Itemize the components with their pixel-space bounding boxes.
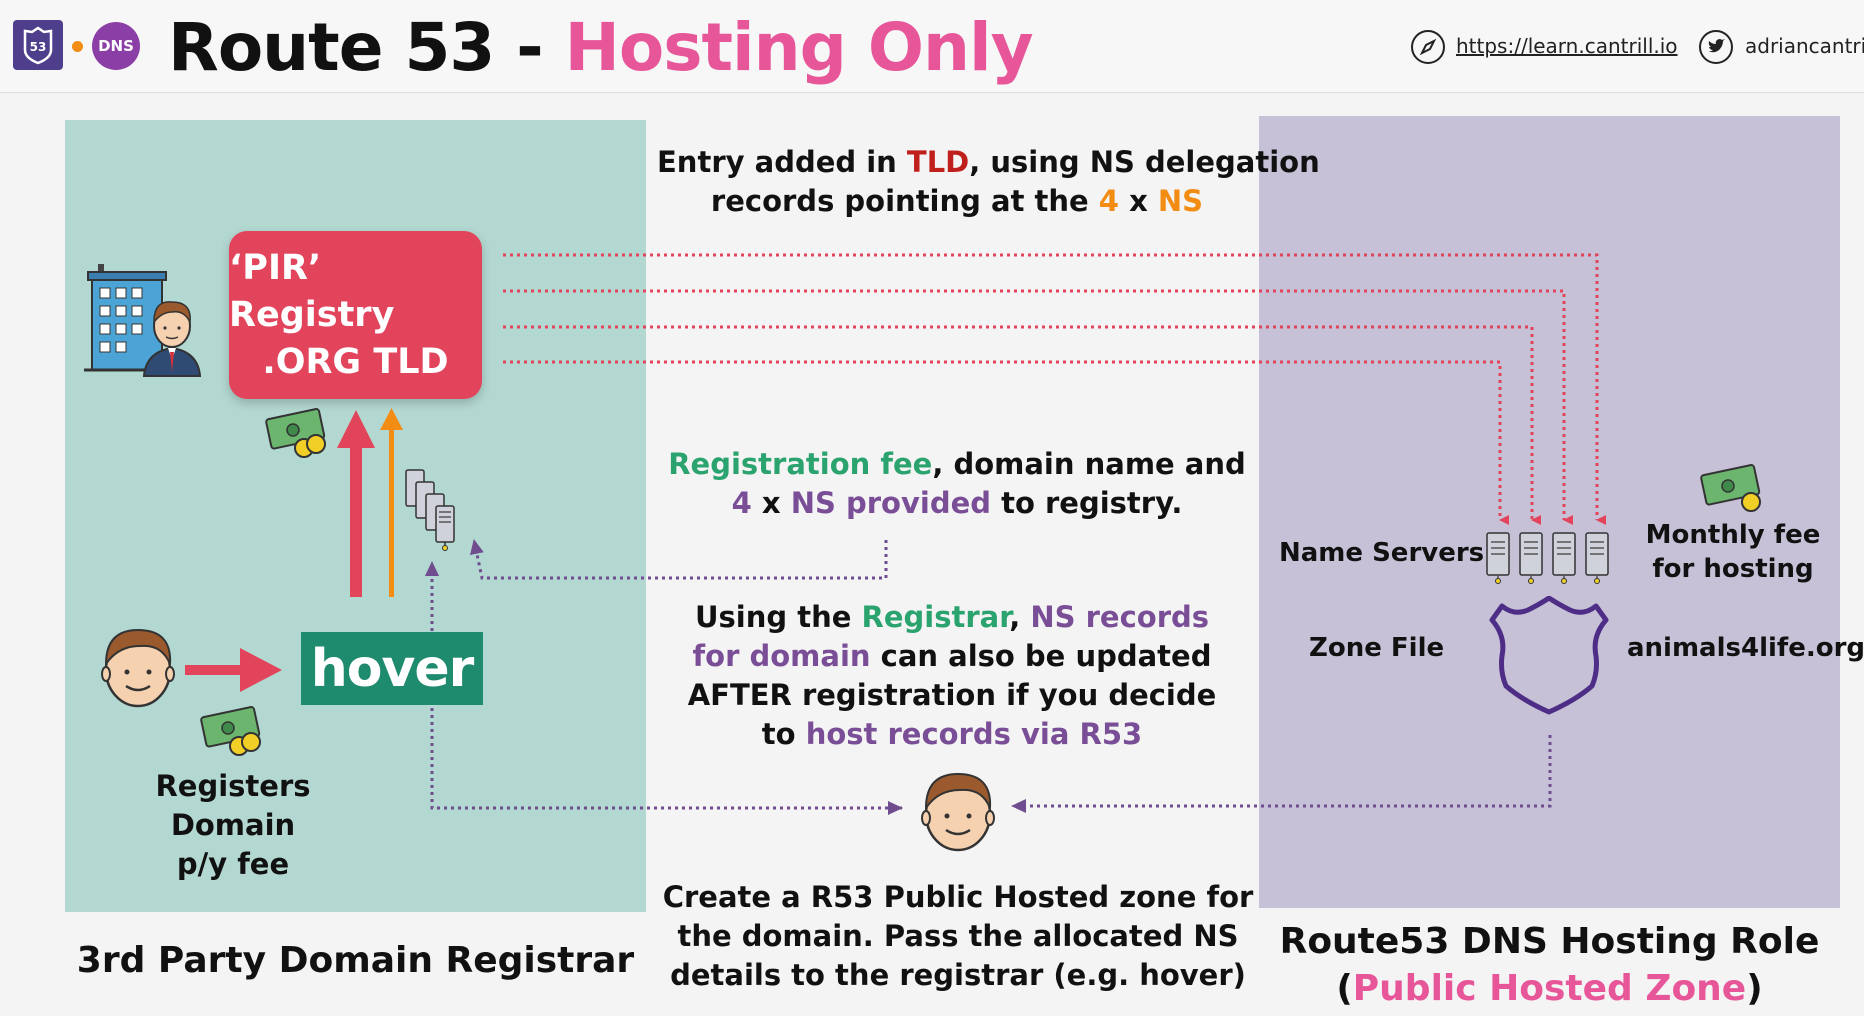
ns-delegation-line-3 <box>503 325 1541 525</box>
hover-logo: hover <box>301 632 483 705</box>
monthly-fee-line: Monthly fee <box>1645 520 1821 550</box>
registers-line: Domain <box>170 808 296 842</box>
tld-note-text: , using NS delegation <box>969 145 1320 179</box>
ns-delegation-line-1 <box>503 253 1606 525</box>
course-link[interactable]: https://learn.cantrill.io <box>1456 34 1678 58</box>
tld-note-text: Entry added in <box>657 145 907 179</box>
route53-caption-line1: Route53 DNS Hosting Role <box>1279 921 1820 962</box>
registers-line: p/y fee <box>176 847 290 881</box>
page-title: Route 53 - Hosting Only <box>168 4 1034 92</box>
badge-53-label: 53 <box>30 40 47 54</box>
registration-note: Registration fee, domain name and 4 x NS… <box>657 445 1257 523</box>
update-note-text: to <box>761 717 806 751</box>
route53-badge-icon: 53 <box>13 20 63 70</box>
update-note-text: AFTER registration if you decide <box>687 678 1217 712</box>
host-records-text: host records via R53 <box>805 717 1143 751</box>
monthly-fee-line: for hosting <box>1652 554 1814 584</box>
registrant-fee-money-icon <box>199 706 269 762</box>
registration-note-text: , domain name and <box>932 447 1246 481</box>
ns-delegation-line-4 <box>503 360 1509 525</box>
domain-admin-person-icon <box>920 764 996 858</box>
route53-panel <box>1259 116 1840 908</box>
registration-up-arrow <box>337 410 375 597</box>
hosting-fee-money-icon <box>1699 464 1769 520</box>
registration-note-pointer <box>470 539 888 580</box>
registers-line: Registers <box>155 769 311 803</box>
registry-line1: ‘PIR’ Registry <box>229 247 395 335</box>
registers-domain-label: Registers Domain p/y fee <box>133 767 333 884</box>
tld-note-text: x <box>1118 184 1158 218</box>
ns-provided-text: NS provided <box>790 486 992 520</box>
tld-note-tld: TLD <box>906 145 970 179</box>
registration-note-text: x <box>751 486 791 520</box>
zone-file-label: Zone File <box>1309 633 1445 663</box>
registration-note-count: 4 <box>731 486 752 520</box>
caption-paren: ( <box>1336 968 1353 1009</box>
twitter-handle[interactable]: adriancantrill <box>1745 34 1864 58</box>
registrar-caption: 3rd Party Domain Registrar <box>76 940 635 981</box>
plus-dot-icon <box>72 41 83 52</box>
title-main: Route 53 - <box>168 9 565 86</box>
update-note-text: , <box>1009 600 1031 634</box>
registry-operator-icon <box>84 248 206 380</box>
update-records-note: Using the Registrar, NS records for doma… <box>652 598 1252 754</box>
hover-to-admin-line <box>430 708 903 815</box>
registry-box: ‘PIR’ Registry .ORG TLD <box>229 231 482 399</box>
ns-records-text: NS records <box>1030 600 1210 634</box>
name-servers-label: Name Servers <box>1279 538 1485 568</box>
registry-fee-money-icon <box>264 408 334 464</box>
create-zone-note: Create a R53 Public Hosted zone for the … <box>658 878 1258 995</box>
public-hosted-zone-text: Public Hosted Zone <box>1352 968 1747 1009</box>
compass-icon <box>1410 29 1446 65</box>
tld-note-ns: NS <box>1157 184 1204 218</box>
tld-entry-note: Entry added in TLD, using NS delegation … <box>657 143 1320 221</box>
for-domain-text: for domain <box>692 639 871 673</box>
tld-note-text: records pointing at the <box>710 184 1099 218</box>
create-note-line: details to the registrar (e.g. hover) <box>670 958 1246 992</box>
route53-caption: Route53 DNS Hosting Role (Public Hosted … <box>1259 918 1840 1012</box>
r53-to-admin-line <box>1011 735 1552 813</box>
update-note-text: Using the <box>694 600 862 634</box>
registry-line2: .ORG TLD <box>262 341 449 382</box>
create-note-line: the domain. Pass the allocated NS <box>677 919 1239 953</box>
header-bar <box>0 0 1864 93</box>
caption-paren: ) <box>1746 968 1763 1009</box>
monthly-fee-label: Monthly fee for hosting <box>1633 518 1833 586</box>
hosted-zone-shield-icon <box>1488 595 1610 716</box>
update-note-text: can also be updated <box>870 639 1212 673</box>
ns-delegation-line-2 <box>503 289 1573 525</box>
registrar-text: Registrar <box>861 600 1010 634</box>
person-to-hover-arrow <box>185 648 282 692</box>
dns-badge-label: DNS <box>98 37 134 55</box>
title-accent: Hosting Only <box>564 9 1034 86</box>
tld-note-count: 4 <box>1098 184 1119 218</box>
twitter-icon <box>1698 29 1734 65</box>
ns-up-arrow <box>380 408 403 597</box>
dns-badge-icon: DNS <box>92 22 140 70</box>
registrant-person-icon <box>100 620 176 714</box>
domain-label: animals4life.org <box>1627 633 1864 663</box>
registration-note-text: to registry. <box>991 486 1183 520</box>
name-servers-icon <box>1485 530 1611 586</box>
ns-server-stack-icon <box>404 468 462 552</box>
create-note-line: Create a R53 Public Hosted zone for <box>662 880 1254 914</box>
registration-fee-text: Registration fee <box>668 447 933 481</box>
